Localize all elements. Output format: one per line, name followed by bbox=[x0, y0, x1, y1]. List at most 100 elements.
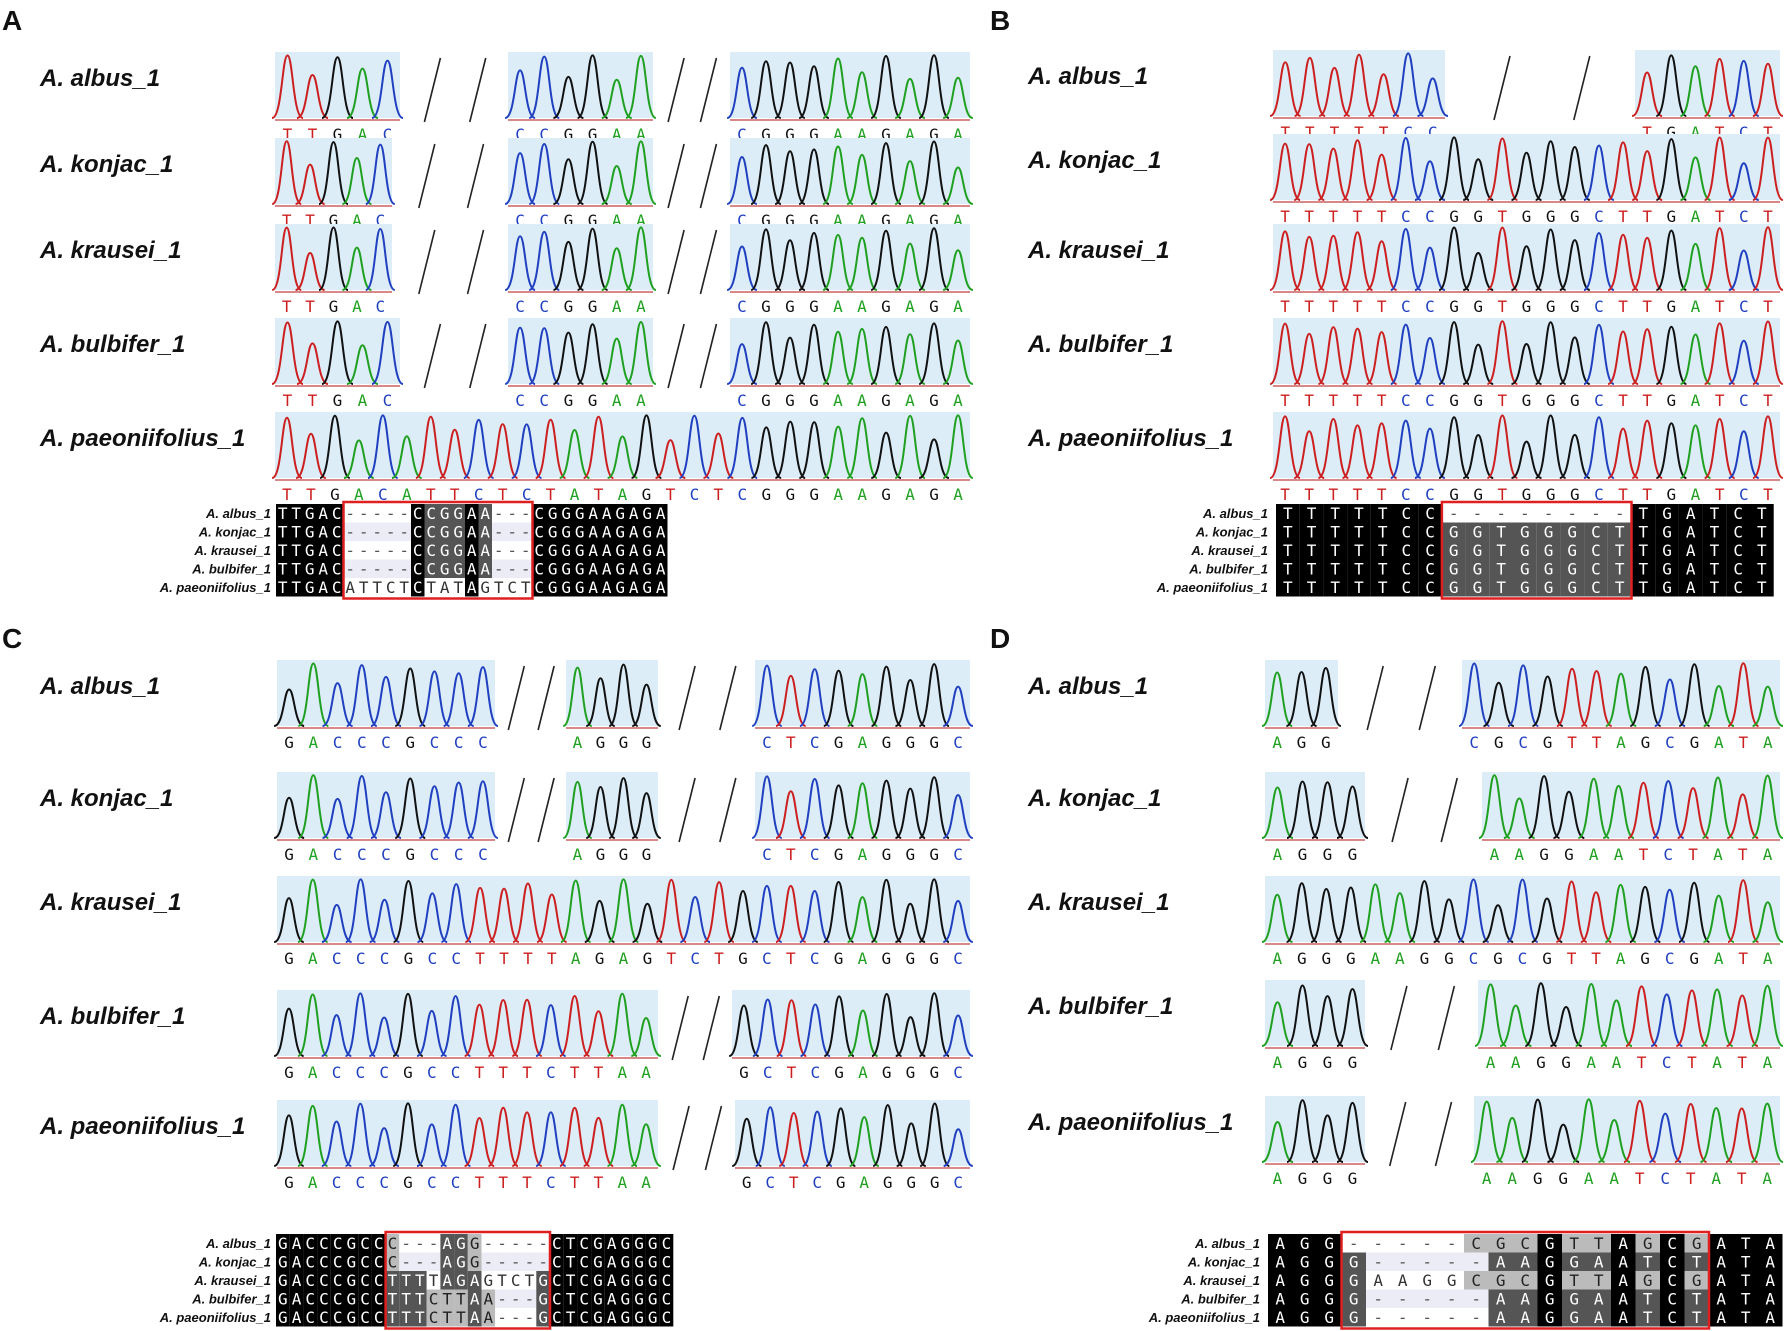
alignment-base: C bbox=[305, 1253, 315, 1272]
alignment-base: G bbox=[642, 523, 652, 542]
alignment-cell bbox=[1439, 1289, 1464, 1308]
trace-peak bbox=[1390, 228, 1422, 291]
alignment-cell bbox=[465, 522, 479, 541]
base-call: A bbox=[1486, 1053, 1496, 1072]
alignment-cell bbox=[563, 1271, 578, 1290]
alignment-cell bbox=[550, 1252, 564, 1271]
alignment-base: G bbox=[480, 578, 490, 597]
alignment-base: C bbox=[374, 1308, 384, 1327]
alignment-base: G bbox=[453, 541, 463, 560]
base-call: C bbox=[1401, 391, 1411, 410]
alignment-cell bbox=[481, 1271, 496, 1290]
trace-peak bbox=[1679, 65, 1711, 117]
alignment-base: T bbox=[1710, 523, 1720, 542]
base-call: T bbox=[1353, 207, 1363, 226]
alignment-cell bbox=[1439, 1308, 1464, 1327]
base-call: C bbox=[1518, 733, 1528, 752]
alignment-base: T bbox=[566, 1234, 576, 1253]
trace-peak bbox=[775, 790, 807, 839]
alignment-cell bbox=[522, 1234, 537, 1253]
alignment-cell bbox=[276, 1234, 290, 1253]
alignment-base: - bbox=[401, 1253, 411, 1272]
alignment-base: A bbox=[656, 504, 666, 523]
alignment-base: T bbox=[291, 560, 301, 579]
trace-peak bbox=[849, 1116, 880, 1167]
break-mark bbox=[1437, 985, 1456, 1051]
trace-peak bbox=[1390, 419, 1422, 479]
base-call: A bbox=[358, 391, 368, 410]
alignment-base: C bbox=[579, 1308, 589, 1327]
alignment-base: A bbox=[1275, 1253, 1285, 1272]
alignment-cell bbox=[276, 1308, 290, 1327]
base-call: T bbox=[1567, 733, 1577, 752]
alignment-base: G bbox=[1473, 523, 1483, 542]
alignment-cell bbox=[1418, 504, 1442, 523]
break-mark bbox=[704, 1105, 723, 1171]
base-call: G bbox=[1542, 949, 1552, 968]
alignment-cell bbox=[384, 578, 398, 597]
alignment-cell bbox=[550, 1289, 564, 1308]
alignment-base: T bbox=[1615, 541, 1625, 560]
alignment-cell bbox=[358, 1289, 372, 1308]
alignment-cell bbox=[316, 541, 330, 560]
base-call: C bbox=[1665, 733, 1675, 752]
alignment-base: T bbox=[1639, 523, 1649, 542]
alignment-base: C bbox=[534, 523, 544, 542]
base-call: T bbox=[1377, 391, 1387, 410]
alignment-base: A bbox=[656, 560, 666, 579]
base-call: C bbox=[810, 845, 820, 864]
base-call: T bbox=[282, 211, 292, 230]
trace-peak bbox=[585, 677, 616, 727]
alignment-cell bbox=[1655, 578, 1679, 597]
alignment-base: C bbox=[386, 578, 396, 597]
alignment-base: - bbox=[494, 541, 504, 560]
base-call: A bbox=[641, 1063, 651, 1082]
alignment-base: G bbox=[1300, 1253, 1310, 1272]
alignment-cell bbox=[303, 541, 317, 560]
alignment-cell bbox=[563, 1252, 578, 1271]
alignment-cell bbox=[1611, 1252, 1636, 1271]
alignment-base: - bbox=[507, 560, 517, 579]
base-call: G bbox=[619, 845, 629, 864]
alignment-base: - bbox=[359, 560, 369, 579]
base-call: G bbox=[929, 1063, 939, 1082]
trace-peak bbox=[559, 1106, 590, 1167]
alignment-cell bbox=[1276, 578, 1300, 597]
base-call: G bbox=[1449, 391, 1459, 410]
trace-background bbox=[1265, 772, 1365, 838]
alignment-base: C bbox=[1425, 578, 1435, 597]
alignment-base: - bbox=[1591, 504, 1601, 523]
trace-peak bbox=[919, 1102, 951, 1167]
base-call: T bbox=[1686, 1169, 1696, 1188]
alignment-base: G bbox=[1544, 560, 1554, 579]
alignment-base: C bbox=[1425, 560, 1435, 579]
trace-peak bbox=[585, 785, 616, 839]
trace-peak bbox=[1728, 162, 1760, 201]
alignment-cell bbox=[1678, 522, 1703, 541]
alignment-cell bbox=[1733, 1308, 1758, 1327]
alignment-cell bbox=[1733, 1289, 1758, 1308]
trace-peak bbox=[655, 878, 687, 943]
base-call: A bbox=[1490, 845, 1500, 864]
base-call: G bbox=[588, 125, 598, 144]
alignment-cell bbox=[1758, 1252, 1783, 1271]
trace-peak bbox=[511, 423, 543, 479]
alignment-base: T bbox=[401, 1308, 411, 1327]
alignment-cell bbox=[424, 504, 438, 523]
alignment-base: T bbox=[1378, 523, 1388, 542]
base-call: A bbox=[833, 391, 843, 410]
alignment-cell bbox=[330, 522, 344, 541]
alignment-base: G bbox=[575, 504, 585, 523]
trace-peak bbox=[798, 421, 830, 479]
alignment-base: - bbox=[359, 541, 369, 560]
alignment-cell bbox=[536, 1234, 550, 1253]
alignment-base: G bbox=[1349, 1253, 1359, 1272]
alignment-cell bbox=[1611, 1271, 1636, 1290]
trace-peak bbox=[1655, 229, 1687, 291]
base-call: A bbox=[309, 845, 319, 864]
trace-peak bbox=[822, 425, 854, 479]
trace-peak bbox=[655, 439, 686, 479]
alignment-base: T bbox=[291, 504, 301, 523]
